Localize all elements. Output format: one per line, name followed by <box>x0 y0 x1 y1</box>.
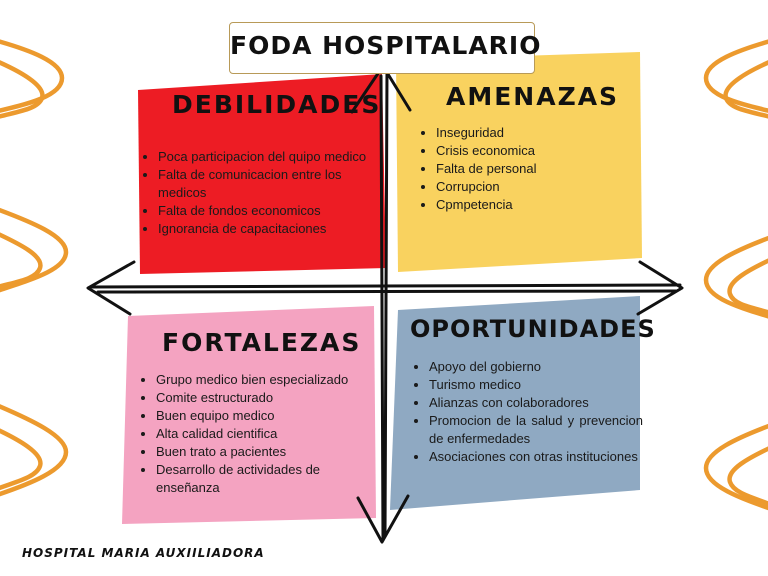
list-item: Falta de comunicacion entre los medicos <box>158 166 368 202</box>
list-item: Falta de personal <box>436 160 636 178</box>
list-item: Desarrollo de actividades de enseñanza <box>156 461 382 497</box>
hospital-name-footer: HOSPITAL MARIA AUXIILIADORA <box>22 546 265 560</box>
list-item: Ignorancia de capacitaciones <box>158 220 368 238</box>
fortalezas-title: FORTALEZAS <box>162 328 362 357</box>
list-item: Alianzas con colaboradores <box>429 394 643 412</box>
amenazas-list: Inseguridad Crisis economica Falta de pe… <box>418 124 636 214</box>
list-item: Poca participacion del quipo medico <box>158 148 368 166</box>
fortalezas-list: Grupo medico bien especializado Comite e… <box>138 371 382 497</box>
oportunidades-list: Apoyo del gobierno Turismo medico Alianz… <box>411 358 643 466</box>
list-item: Crisis economica <box>436 142 636 160</box>
list-item: Alta calidad cientifica <box>156 425 382 443</box>
list-item: Apoyo del gobierno <box>429 358 643 376</box>
list-item: Falta de fondos economicos <box>158 202 368 220</box>
list-item: Inseguridad <box>436 124 636 142</box>
title-box: FODA HOSPITALARIO <box>229 22 542 74</box>
debilidades-title: DEBILIDADES <box>172 90 382 119</box>
amenazas-title: AMENAZAS <box>446 82 620 111</box>
list-item: Buen equipo medico <box>156 407 382 425</box>
list-item: Comite estructurado <box>156 389 382 407</box>
list-item: Turismo medico <box>429 376 643 394</box>
list-item: Cpmpetencia <box>436 196 636 214</box>
list-item: Grupo medico bien especializado <box>156 371 382 389</box>
list-item: Asociaciones con otras instituciones <box>429 448 643 466</box>
list-item: Buen trato a pacientes <box>156 443 382 461</box>
list-item: Promocion de la salud y prevencion de en… <box>429 412 643 448</box>
debilidades-list: Poca participacion del quipo medico Falt… <box>140 148 368 238</box>
list-item: Corrupcion <box>436 178 636 196</box>
main-title: FODA HOSPITALARIO <box>230 31 542 60</box>
oportunidades-title: OPORTUNIDADES <box>410 315 656 343</box>
